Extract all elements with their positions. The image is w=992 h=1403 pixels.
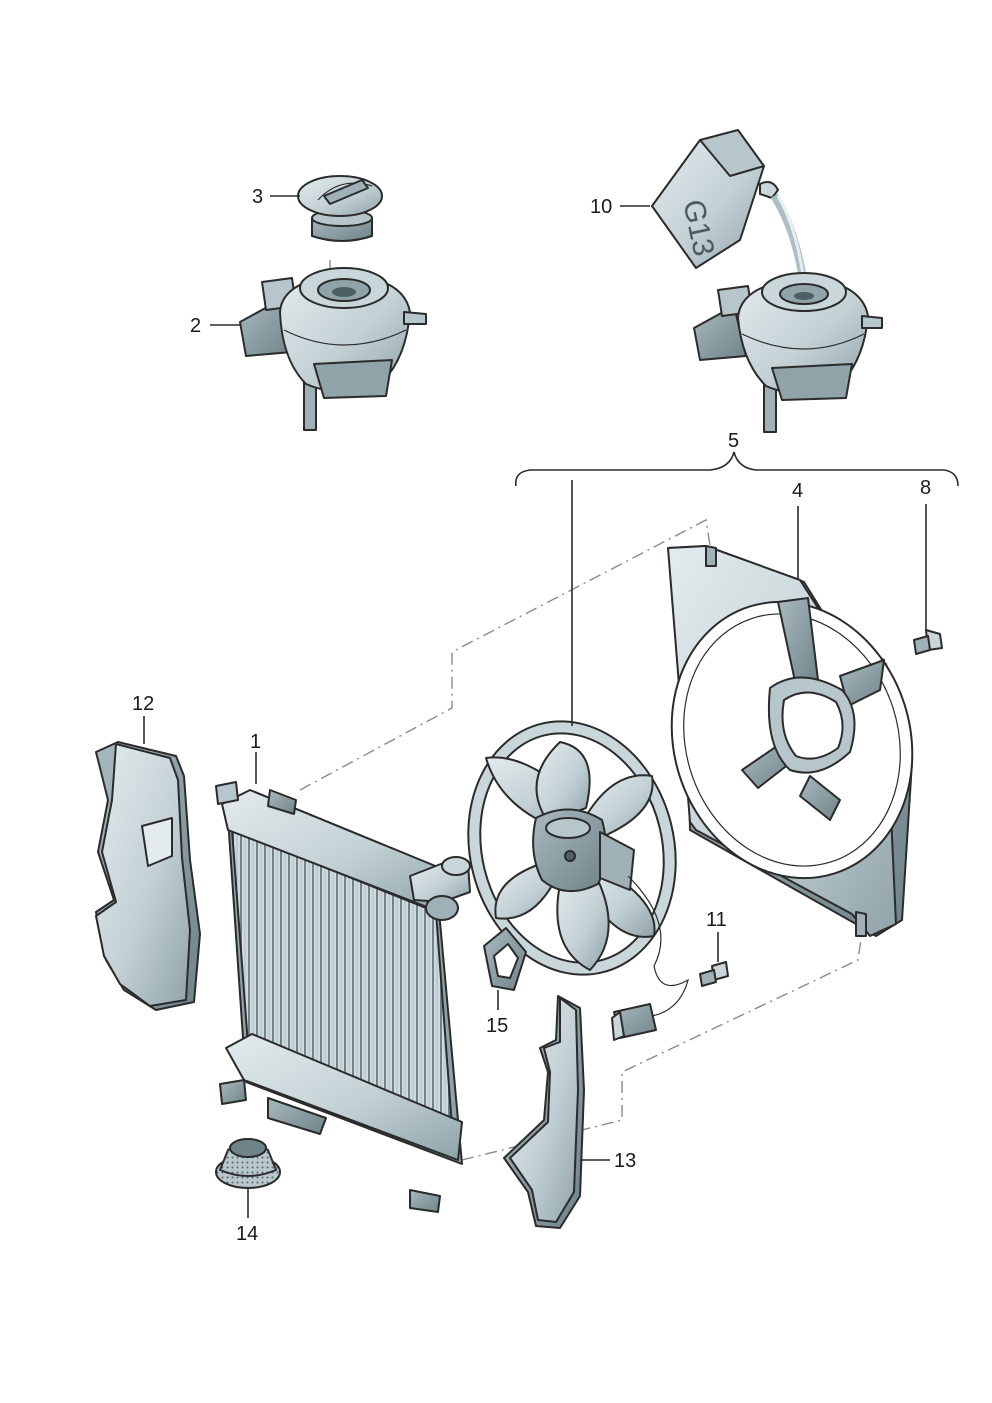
callout-5: 5 [728, 430, 739, 452]
bolt-part-8 [913, 629, 943, 655]
expansion-tank-refill [693, 272, 883, 433]
air-guide-part-13 [503, 995, 585, 1229]
screw-part-11 [699, 961, 729, 987]
radiator-fan-part-5 [467, 720, 689, 1041]
clip-part-15 [483, 927, 527, 991]
air-guide-part-12 [95, 741, 201, 1011]
fan-shroud-part-4 [667, 545, 914, 937]
callout-4: 4 [792, 480, 803, 502]
coolant-canister-part-10: G13 [651, 129, 810, 301]
callout-10: 10 [590, 196, 612, 218]
filler-cap-part-3 [297, 175, 383, 242]
leader-lines [143, 195, 959, 1218]
callout-15: 15 [486, 1015, 508, 1037]
callout-14: 14 [236, 1223, 258, 1245]
callout-labels: 3 2 10 5 4 8 11 12 1 15 13 14 [132, 186, 931, 1245]
callout-13: 13 [614, 1150, 636, 1172]
callout-2: 2 [190, 315, 201, 337]
callout-11: 11 [706, 909, 727, 931]
callout-3: 3 [252, 186, 263, 208]
expansion-tank-part-2 [239, 267, 427, 431]
radiator-part-1 [215, 781, 471, 1213]
rubber-mount-part-14 [215, 1138, 281, 1189]
callout-12: 12 [132, 693, 154, 715]
callout-8: 8 [920, 477, 931, 499]
callout-1: 1 [250, 731, 261, 753]
